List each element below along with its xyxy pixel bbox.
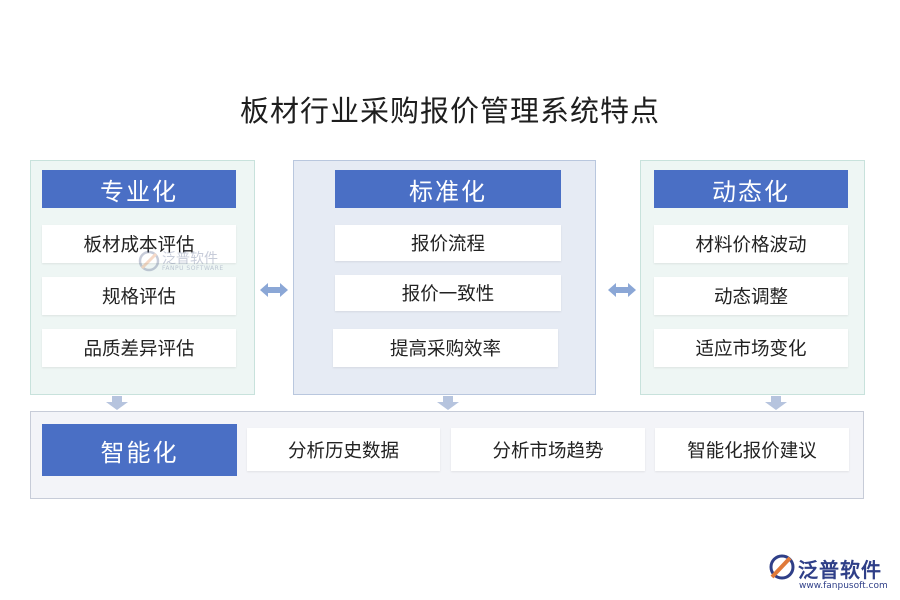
item-analyze-history: 分析历史数据 (247, 428, 440, 471)
heading-standardized: 标准化 (335, 170, 561, 208)
page-title: 板材行业采购报价管理系统特点 (239, 94, 660, 128)
watermark-text: 泛普软件 (162, 251, 218, 267)
item-analyze-market-trend: 分析市场趋势 (451, 428, 645, 471)
heading-dynamic: 动态化 (654, 170, 848, 208)
item-quality-diff-eval: 品质差异评估 (42, 329, 236, 367)
down-arrow-left-icon (106, 396, 128, 410)
item-improve-efficiency: 提高采购效率 (333, 329, 558, 367)
down-arrow-right-icon (765, 396, 787, 410)
brand-logo-icon (769, 554, 795, 580)
item-quote-consistency: 报价一致性 (335, 275, 561, 311)
brand-logo: 泛普软件 www.fanpusoft.com (768, 553, 893, 597)
item-adapt-market: 适应市场变化 (654, 329, 848, 367)
brand-name: 泛普软件 (798, 558, 882, 582)
watermark: 泛普软件 FANPU SOFTWARE (138, 248, 234, 276)
item-spec-eval: 规格评估 (42, 277, 236, 315)
brand-url: www.fanpusoft.com (799, 581, 888, 591)
item-quote-process: 报价流程 (335, 225, 561, 261)
item-dynamic-adjust: 动态调整 (654, 277, 848, 315)
heading-professional: 专业化 (42, 170, 236, 208)
heading-intelligent: 智能化 (42, 424, 237, 476)
watermark-subtext: FANPU SOFTWARE (162, 265, 224, 272)
item-board-cost-eval: 板材成本评估 (42, 225, 236, 263)
double-arrow-left-icon (260, 283, 288, 297)
watermark-logo-icon (138, 250, 160, 272)
double-arrow-right-icon (608, 283, 636, 297)
item-smart-quote-advice: 智能化报价建议 (655, 428, 849, 471)
down-arrow-middle-icon (437, 396, 459, 410)
item-material-price-fluctuation: 材料价格波动 (654, 225, 848, 263)
